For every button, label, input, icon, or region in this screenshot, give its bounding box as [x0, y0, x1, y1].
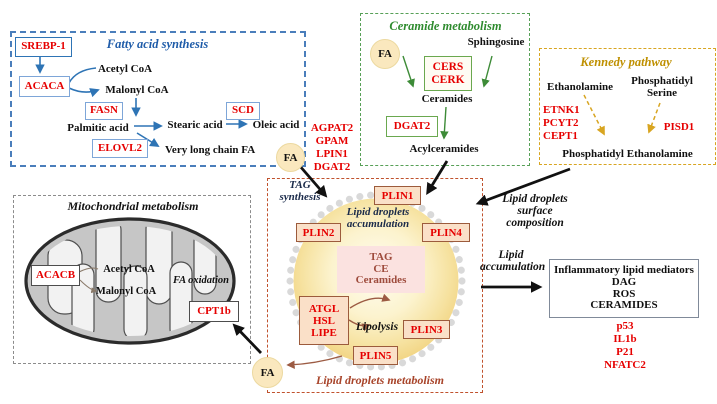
fa-molecule-badge-ceramide: FA — [370, 39, 400, 69]
core-ceramides-label: Ceramides — [355, 274, 407, 287]
lipolysis-label: Lipolysis — [355, 321, 399, 333]
mitochondrion-illustration — [24, 217, 236, 345]
elovl2-gene-box: ELOVL2 — [92, 139, 148, 158]
plin1-gene-box: PLIN1 — [374, 186, 421, 205]
mito-acetyl-coa-label: Acetyl CoA — [103, 264, 155, 275]
cers-cerk-gene-box: CERS CERK — [424, 56, 472, 91]
phosphatidyl-serine-label: Phosphatidyl Serine — [631, 75, 693, 99]
arrow-ceramides-to-acylceramides — [440, 106, 449, 140]
mediators-title: Inflammatory lipid mediators — [554, 264, 694, 277]
palmitic-acid-label: Palmitic acid — [67, 122, 129, 134]
very-long-chain-fa-label: Very long chain FA — [165, 144, 256, 156]
il1b-gene: IL1b — [613, 333, 637, 345]
fa-oxidation-label: FA oxidation — [173, 275, 229, 286]
lipases-gene-box: ATGL HSL LIPE — [299, 296, 349, 345]
arrow-lipases-to-lipolysis — [348, 319, 371, 332]
acetyl-coa-label: Acetyl CoA — [97, 63, 153, 75]
arrow-fa-to-cpt1b — [232, 323, 263, 354]
plin3-gene-box: PLIN3 — [403, 320, 450, 339]
lipid-droplets-accumulation-label: Lipid droplets accumulation — [346, 206, 410, 230]
fa-molecule-badge-bottom: FA — [252, 357, 283, 388]
acaca-gene-box: ACACA — [19, 76, 70, 97]
lipe-gene: LIPE — [311, 326, 337, 339]
core-tag-label: TAG — [369, 251, 393, 264]
arrow-sphingosine-to-ceramides — [481, 55, 493, 88]
fa-molecule-badge-top: FA — [276, 143, 305, 172]
arrow-ethanolamine-to-pe — [583, 94, 605, 136]
core-ce-label: CE — [373, 262, 389, 275]
acacb-gene-box: ACACB — [31, 265, 80, 286]
kennedy-pathway-title: Kennedy pathway — [580, 55, 672, 69]
arrow-lipases-to-core — [349, 293, 391, 309]
phosphatidyl-ethanolamine-label: Phosphatidyl Ethanolamine — [562, 148, 693, 160]
mediator-ceramides: CERAMIDES — [590, 299, 658, 312]
pisd1-gene: PISD1 — [663, 121, 695, 133]
plin2-gene-box: PLIN2 — [296, 223, 341, 242]
dgat2-gene-box: DGAT2 — [386, 116, 438, 137]
nfatc2-gene: NFATC2 — [604, 359, 646, 371]
etnk1-gene: ETNK1 — [543, 104, 580, 116]
lpin1-gene: LPIN1 — [316, 148, 348, 160]
lipid-accumulation-label: Lipid accumulation — [480, 249, 546, 274]
srebp1-gene-box: SREBP-1 — [15, 37, 72, 57]
fatty-acid-synthesis-box — [10, 31, 306, 167]
scd-gene-box: SCD — [226, 102, 260, 120]
lipid-droplets-surface-composition-label: Lipid droplets surface composition — [502, 193, 568, 230]
connector-acacb-to-malonylcoa — [79, 279, 98, 294]
arrow-fa-to-tag-synthesis — [297, 164, 328, 198]
droplet-core-box: TAG CE Ceramides — [337, 246, 425, 293]
mito-malonyl-coa-label: Malonyl CoA — [95, 286, 157, 297]
atgl-gene: ATGL — [308, 302, 340, 315]
ceramide-metabolism-title: Ceramide metabolism — [389, 19, 502, 33]
plin4-gene-box: PLIN4 — [422, 223, 470, 242]
arrow-acaca-to-malonylcoa — [68, 87, 100, 98]
fasn-gene-box: FASN — [85, 102, 123, 120]
tag-synthesis-label: TAG synthesis — [279, 179, 321, 203]
cept1-gene: CEPT1 — [543, 130, 578, 142]
p21-gene: P21 — [616, 346, 634, 358]
ethanolamine-label: Ethanolamine — [546, 81, 613, 93]
sphingosine-label: Sphingosine — [467, 36, 525, 48]
pcyt2-gene: PCYT2 — [543, 117, 579, 129]
mitochondrial-metabolism-box — [13, 195, 251, 364]
arrow-acaca-to-acetylcoa — [68, 67, 97, 84]
kennedy-pathway-box — [539, 48, 716, 165]
dgat2-tag-gene: DGAT2 — [313, 161, 351, 173]
cerk-gene: CERK — [431, 73, 465, 86]
arrow-fa-to-ceramides — [402, 55, 415, 88]
acylceramides-label: Acylceramides — [409, 143, 479, 155]
fatty-acid-synthesis-title: Fatty acid synthesis — [106, 37, 209, 51]
p53-gene: p53 — [616, 320, 634, 332]
cpt1b-gene-box: CPT1b — [189, 301, 239, 322]
hsl-gene: HSL — [312, 314, 335, 327]
malonyl-coa-label: Malonyl CoA — [105, 84, 169, 96]
lipid-droplets-metabolism-box — [267, 178, 483, 393]
arrow-ps-to-pe — [647, 102, 661, 134]
connector-acacb-to-acetylcoa — [78, 267, 99, 273]
mitochondrial-metabolism-title: Mitochondrial metabolism — [67, 199, 199, 213]
arrow-lipolysis-to-fa — [286, 355, 343, 369]
inflammatory-mediators-box: Inflammatory lipid mediators DAG ROS CER… — [549, 259, 699, 318]
mediator-dag: DAG — [611, 275, 637, 288]
oleic-acid-label: Oleic acid — [252, 119, 300, 131]
arrow-kennedy-to-droplet-surface — [475, 167, 571, 206]
plin5-gene-box: PLIN5 — [353, 346, 398, 365]
mediator-ros: ROS — [612, 287, 636, 300]
gpam-gene: GPAM — [315, 135, 349, 147]
stearic-acid-label: Stearic acid — [167, 119, 223, 131]
arrow-acylceramides-to-droplet — [426, 160, 449, 196]
ceramides-label: Ceramides — [421, 93, 473, 105]
agpat2-gene: AGPAT2 — [310, 122, 354, 134]
cers-gene: CERS — [432, 61, 464, 74]
lipid-droplets-metabolism-label: Lipid droplets metabolism — [316, 373, 444, 387]
